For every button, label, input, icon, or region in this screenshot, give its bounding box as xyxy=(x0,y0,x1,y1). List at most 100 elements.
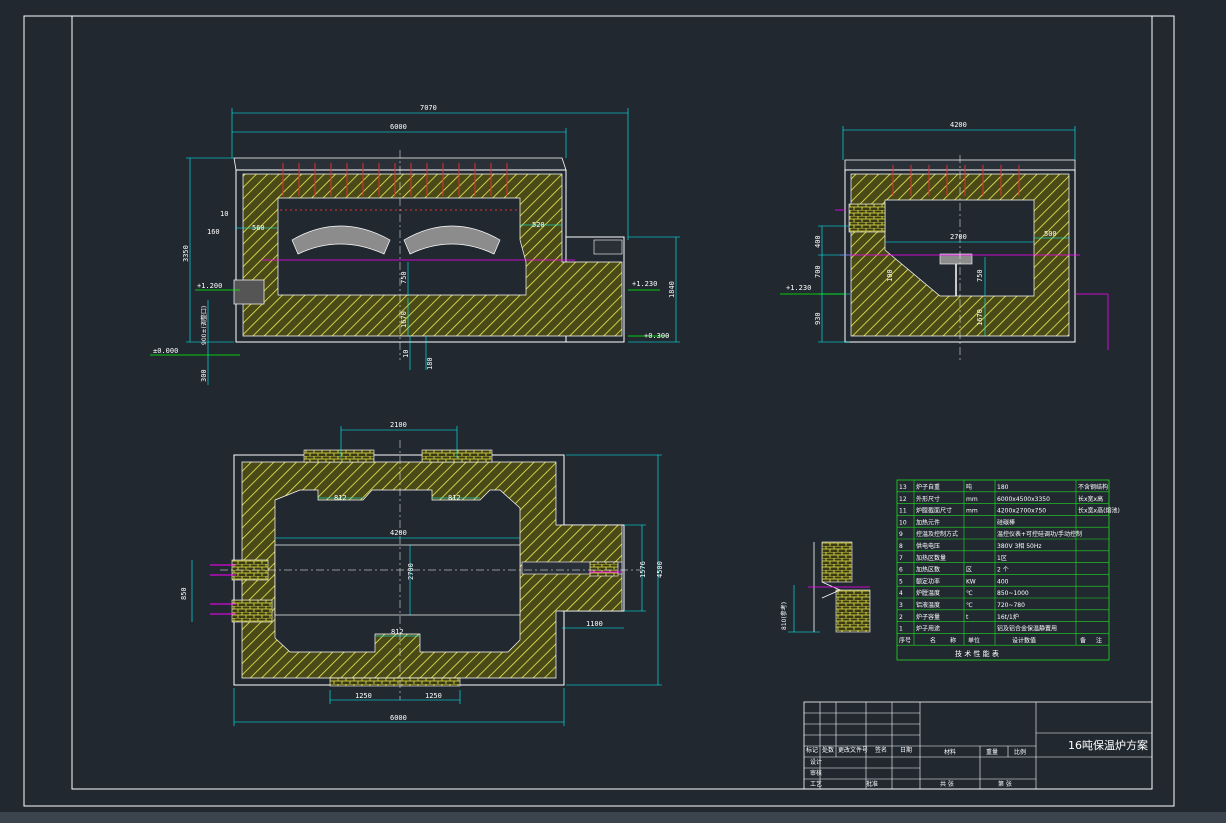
dim-300: 300 xyxy=(200,369,208,382)
dim-750: 750 xyxy=(400,271,408,284)
spec-cell-name: 炉膛温度 xyxy=(916,589,940,597)
dim-900-adjust: 900±(调整口) xyxy=(200,306,208,345)
spec-cell-no: 11 xyxy=(899,508,907,515)
dim-560: 560 xyxy=(252,224,265,232)
tb-label-sign: 签名 xyxy=(875,746,887,754)
plan-dim-1250-b: 1250 xyxy=(425,692,442,700)
spec-cell-name: 供电电压 xyxy=(916,542,940,550)
spec-cell-unit: ℃ xyxy=(966,590,973,597)
spec-cell-note: 长x宽x高(熔池) xyxy=(1078,507,1120,515)
spec-cell-value: 400 xyxy=(997,578,1009,585)
spec-cell-unit: t xyxy=(966,614,969,621)
side-dim-400: 400 xyxy=(814,235,822,248)
tb-role-process: 工艺 xyxy=(810,780,822,788)
spec-cell-no: 5 xyxy=(899,578,903,585)
dim-3350: 3350 xyxy=(182,245,190,262)
tb-label-change-doc: 更改文件号 xyxy=(838,746,868,754)
spec-cell-unit: 吨 xyxy=(966,483,972,491)
spec-cell-value: 1区 xyxy=(997,555,1007,562)
spec-cell-no: 1 xyxy=(899,626,903,633)
spec-header-cell: 称 xyxy=(950,636,956,644)
spec-cell-value: 6000x4500x3350 xyxy=(997,496,1050,503)
dim-10-top: 10 xyxy=(220,210,228,218)
spec-cell-note: 不含钢结构 xyxy=(1078,483,1108,491)
title-block: 标记 处数 更改文件号 签名 日期 设计 审核 工艺 批准 材料 重量 比例 共… xyxy=(803,701,1153,790)
level-right-bottom: +0.300 xyxy=(644,332,669,340)
level-right-top: +1.230 xyxy=(632,280,657,288)
spec-cell-name: 控温及控制方式 xyxy=(916,530,958,538)
spec-cell-unit: KW xyxy=(966,578,976,585)
spec-cell-unit: mm xyxy=(966,508,978,515)
spec-header-cell: 序号 xyxy=(899,636,911,644)
spec-cell-value: 温控仪表+可控硅调功/手动控制 xyxy=(997,530,1082,538)
side-dim-100: 100 xyxy=(886,269,894,282)
tb-label-count: 处数 xyxy=(822,746,834,754)
spec-cell-no: 6 xyxy=(899,567,903,574)
spec-cell-unit: 区 xyxy=(966,567,972,574)
tb-sheet-no: 第 张 xyxy=(998,780,1012,788)
side-dim-700: 700 xyxy=(814,265,822,278)
spec-header-cell: 注 xyxy=(1096,636,1102,644)
drawing-title: 16吨保温炉方案 xyxy=(1068,738,1148,752)
plan-dim-812-c: 812 xyxy=(391,628,404,636)
spec-cell-name: 加热区数 xyxy=(916,566,940,574)
spec-cell-unit: ℃ xyxy=(966,602,973,609)
dim-1840: 1840 xyxy=(668,281,676,298)
spec-cell-no: 2 xyxy=(899,614,903,621)
dim-6000: 6000 xyxy=(390,123,407,131)
spec-cell-no: 10 xyxy=(899,519,907,526)
spec-cell-no: 12 xyxy=(899,496,907,503)
plan-dim-812-b: 812 xyxy=(448,494,461,502)
spec-cell-no: 7 xyxy=(899,555,903,562)
plan-dim-2700: 2700 xyxy=(407,563,415,580)
spec-cell-unit: mm xyxy=(966,496,978,503)
spec-header-cell: 名 xyxy=(930,636,936,644)
dim-7070: 7070 xyxy=(420,104,437,112)
tb-role-review: 审核 xyxy=(810,769,822,777)
tb-material: 材料 xyxy=(944,748,956,756)
plan-dim-1250-a: 1250 xyxy=(355,692,372,700)
spec-cell-value: 硅碳棒 xyxy=(997,518,1015,526)
dim-520: 520 xyxy=(532,221,545,229)
tb-weight: 重量 xyxy=(986,748,998,756)
tb-sheet-total: 共 张 xyxy=(940,780,954,788)
spec-cell-note: 长x宽x高 xyxy=(1078,495,1103,503)
spec-cell-name: 炉子自重 xyxy=(916,483,940,491)
dim-160: 160 xyxy=(207,228,220,236)
detail-view: 810(参考) xyxy=(780,541,871,633)
plan-view: 2100 812 812 812 4200 2700 1576 4500 110… xyxy=(180,421,664,726)
spec-header-cell: 备 xyxy=(1080,636,1086,644)
spec-cell-no: 9 xyxy=(899,531,903,538)
plan-dim-850: 850 xyxy=(180,587,188,600)
inner-frame xyxy=(71,15,1153,790)
spec-cell-no: 8 xyxy=(899,543,903,550)
spec-cell-name: 炉子用途 xyxy=(916,625,940,633)
bottom-scrollbar[interactable] xyxy=(0,812,1226,823)
spec-cell-no: 3 xyxy=(899,602,903,609)
plan-dim-4500: 4500 xyxy=(656,561,664,578)
spec-cell-value: 180 xyxy=(997,484,1009,491)
spec-cell-no: 4 xyxy=(899,590,903,597)
plan-dim-812-a: 812 xyxy=(334,494,347,502)
plan-dim-6000: 6000 xyxy=(390,714,407,722)
side-view: 4200 2700 500 400 700 930 750 1670 100 +… xyxy=(780,121,1109,360)
tb-role-approve: 批准 xyxy=(866,780,878,788)
spec-cell-name: 炉膛截面尺寸 xyxy=(916,507,952,515)
spec-cell-value: 720~780 xyxy=(997,602,1025,609)
outer-frame xyxy=(23,15,1175,807)
spec-header-cell: 设计数值 xyxy=(1012,636,1036,644)
side-dim-4200: 4200 xyxy=(950,121,967,129)
side-level: +1.230 xyxy=(786,284,811,292)
spec-cell-value: 850~1000 xyxy=(997,590,1029,597)
dim-1670: 1670 xyxy=(400,311,408,328)
spec-table-caption: 技 术 性 能 表 xyxy=(955,649,999,658)
tb-label-mark: 标记 xyxy=(806,746,818,754)
spec-cell-name: 炉子容量 xyxy=(916,613,940,621)
plan-dim-1100: 1100 xyxy=(586,620,603,628)
tb-label-date: 日期 xyxy=(900,746,912,754)
spec-cell-name: 加热区数量 xyxy=(916,554,946,562)
spec-cell-name: 铝液温度 xyxy=(916,601,940,609)
dim-10-bottom: 10 xyxy=(402,350,410,358)
spec-cell-value: 4200x2700x750 xyxy=(997,508,1046,515)
